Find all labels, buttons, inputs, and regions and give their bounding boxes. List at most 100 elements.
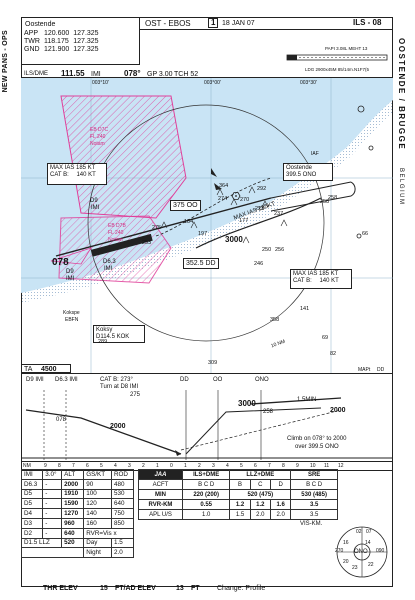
footer-bar: THR ELEV 15 FT/AD ELEV 13 FT Change: Pro… — [21, 580, 393, 596]
circling-diagram — [336, 526, 388, 578]
holding-top — [250, 397, 342, 405]
profile-oo: OO — [213, 377, 223, 383]
circle-mark-23: 23 — [352, 565, 358, 571]
obstacle-elev: 66 — [362, 231, 369, 237]
circle-mark-14: 14 — [365, 540, 371, 546]
speed-limit-box-1: MAX IAS 185 KT CAT B: 140 KT — [47, 163, 107, 185]
scale-label-2: 003°00' — [204, 80, 221, 86]
circle-mark-20: 20 — [343, 559, 349, 565]
profile-turn-note: Turn at D8 IMI — [100, 384, 139, 390]
profile-ono: ONO — [255, 377, 269, 383]
iaf-label: IAF — [311, 151, 319, 157]
obstacle-elev: 292 — [257, 186, 267, 192]
right-margin-country: BELGIUM — [398, 168, 404, 206]
landing-distance: LDG 2900x45M 85/14m.N1F7(5 — [305, 67, 370, 72]
oostende-ndb-box: Oostende 399.5 ONO — [283, 163, 333, 181]
ils-dme-label: ILS/DME — [24, 71, 49, 77]
fix-d9-top: D9 — [90, 198, 98, 204]
plan-view — [21, 78, 393, 373]
right-margin-city: OOSTENDE / BRUGGE — [397, 38, 406, 151]
profile-hdg-078: 078 — [56, 417, 67, 423]
profile-dd: DD — [180, 377, 189, 383]
header-bar — [21, 17, 393, 78]
obstacle-elev: 358 — [270, 317, 280, 323]
circle-mark-270: 270 — [335, 548, 344, 554]
scale-label-1: 003°10' — [92, 80, 109, 86]
obstacle-elev: 364 — [219, 183, 229, 189]
missed-climb — [185, 407, 322, 455]
racetrack-out — [270, 195, 352, 212]
danger-d7c-id: EB D7C — [90, 127, 109, 133]
heading-label: 258 — [328, 195, 338, 201]
oo-ndb-box: 375 OO — [170, 200, 201, 211]
fix-imi-top: IMI — [91, 205, 100, 211]
localizer-feather — [50, 247, 92, 265]
ten-nm-circle — [87, 104, 325, 342]
traffic-arrow — [214, 183, 222, 190]
vis-note: VIS-KM. — [300, 521, 323, 527]
obstacle-elev: 141 — [300, 306, 310, 312]
fix-d9-imi: D9 — [66, 269, 74, 275]
obstacle-elev: 256 — [275, 247, 285, 253]
obstacle-elev: 309 — [208, 360, 218, 366]
mapt-label: MAPt — [358, 367, 371, 373]
profile-timing: 1.5MIN — [297, 397, 317, 403]
runway-number: 078 — [52, 257, 69, 268]
racetrack-end — [350, 181, 356, 197]
obstacle-symbols — [160, 186, 288, 244]
circle-mark-16: 16 — [343, 540, 349, 546]
circle-mark-090: 090 — [376, 548, 385, 554]
obstacle-elev: 274 — [218, 196, 228, 202]
papi-label: PAPI 3.08L MEHT 13 — [325, 46, 368, 51]
profile-cat-b: CAT B: 273° — [100, 377, 133, 383]
circle-ono: ONO — [354, 549, 368, 555]
danger-d7c-limit: FL 240 — [90, 134, 106, 140]
danger-area-d7c — [60, 95, 187, 219]
profile-hdg-258: 258 — [263, 409, 274, 415]
profile-d63-imi: D6.3 IMI — [55, 377, 78, 383]
tch: TCH 52 — [174, 71, 199, 78]
procedure-title: ILS - 08 — [353, 18, 382, 27]
page-number: 1 — [208, 18, 219, 28]
profile-alt-2000-left: 2000 — [110, 423, 126, 430]
obstacle-elev: 253 — [142, 240, 152, 246]
dd-ndb-box: 352.5 DD — [183, 258, 219, 269]
profile-alt-3000: 3000 — [238, 399, 256, 408]
ils-frequency: 111.55 — [61, 69, 85, 78]
profile-divider — [21, 373, 393, 374]
ad-elev-value: 13 — [176, 585, 184, 592]
ta-box: TA 4500 — [21, 364, 71, 373]
obstacle-elev: 237 — [274, 211, 284, 217]
ils-ident: IMI — [91, 71, 101, 78]
fix-d63: D6.3 — [103, 259, 116, 265]
circle-mark-02: 02 — [356, 529, 362, 535]
profile-fix-lines — [43, 390, 262, 460]
kokspe-sub: EBFN — [65, 317, 79, 323]
obstacle-elev: 289 — [98, 339, 108, 345]
fix-d63-imi: IMI — [104, 266, 113, 272]
profile-hdg-275: 275 — [130, 392, 141, 398]
minima-header: JAA ILS+DME LLZ+DME SRE — [138, 469, 338, 480]
koksy-vor-box: Koksy D114.5 KOK — [93, 325, 145, 343]
circle-mark-07: 07 — [366, 529, 372, 535]
left-margin-label: NEW PANS - OPS — [2, 30, 9, 93]
circle-mark-22: 22 — [368, 562, 374, 568]
fix-d9-imi-sub: IMI — [66, 276, 75, 282]
obstacle-elev: 250 — [262, 247, 272, 253]
ft-label: FT — [191, 585, 200, 592]
climb-note: Climb on 078° to 2000 — [287, 436, 347, 442]
